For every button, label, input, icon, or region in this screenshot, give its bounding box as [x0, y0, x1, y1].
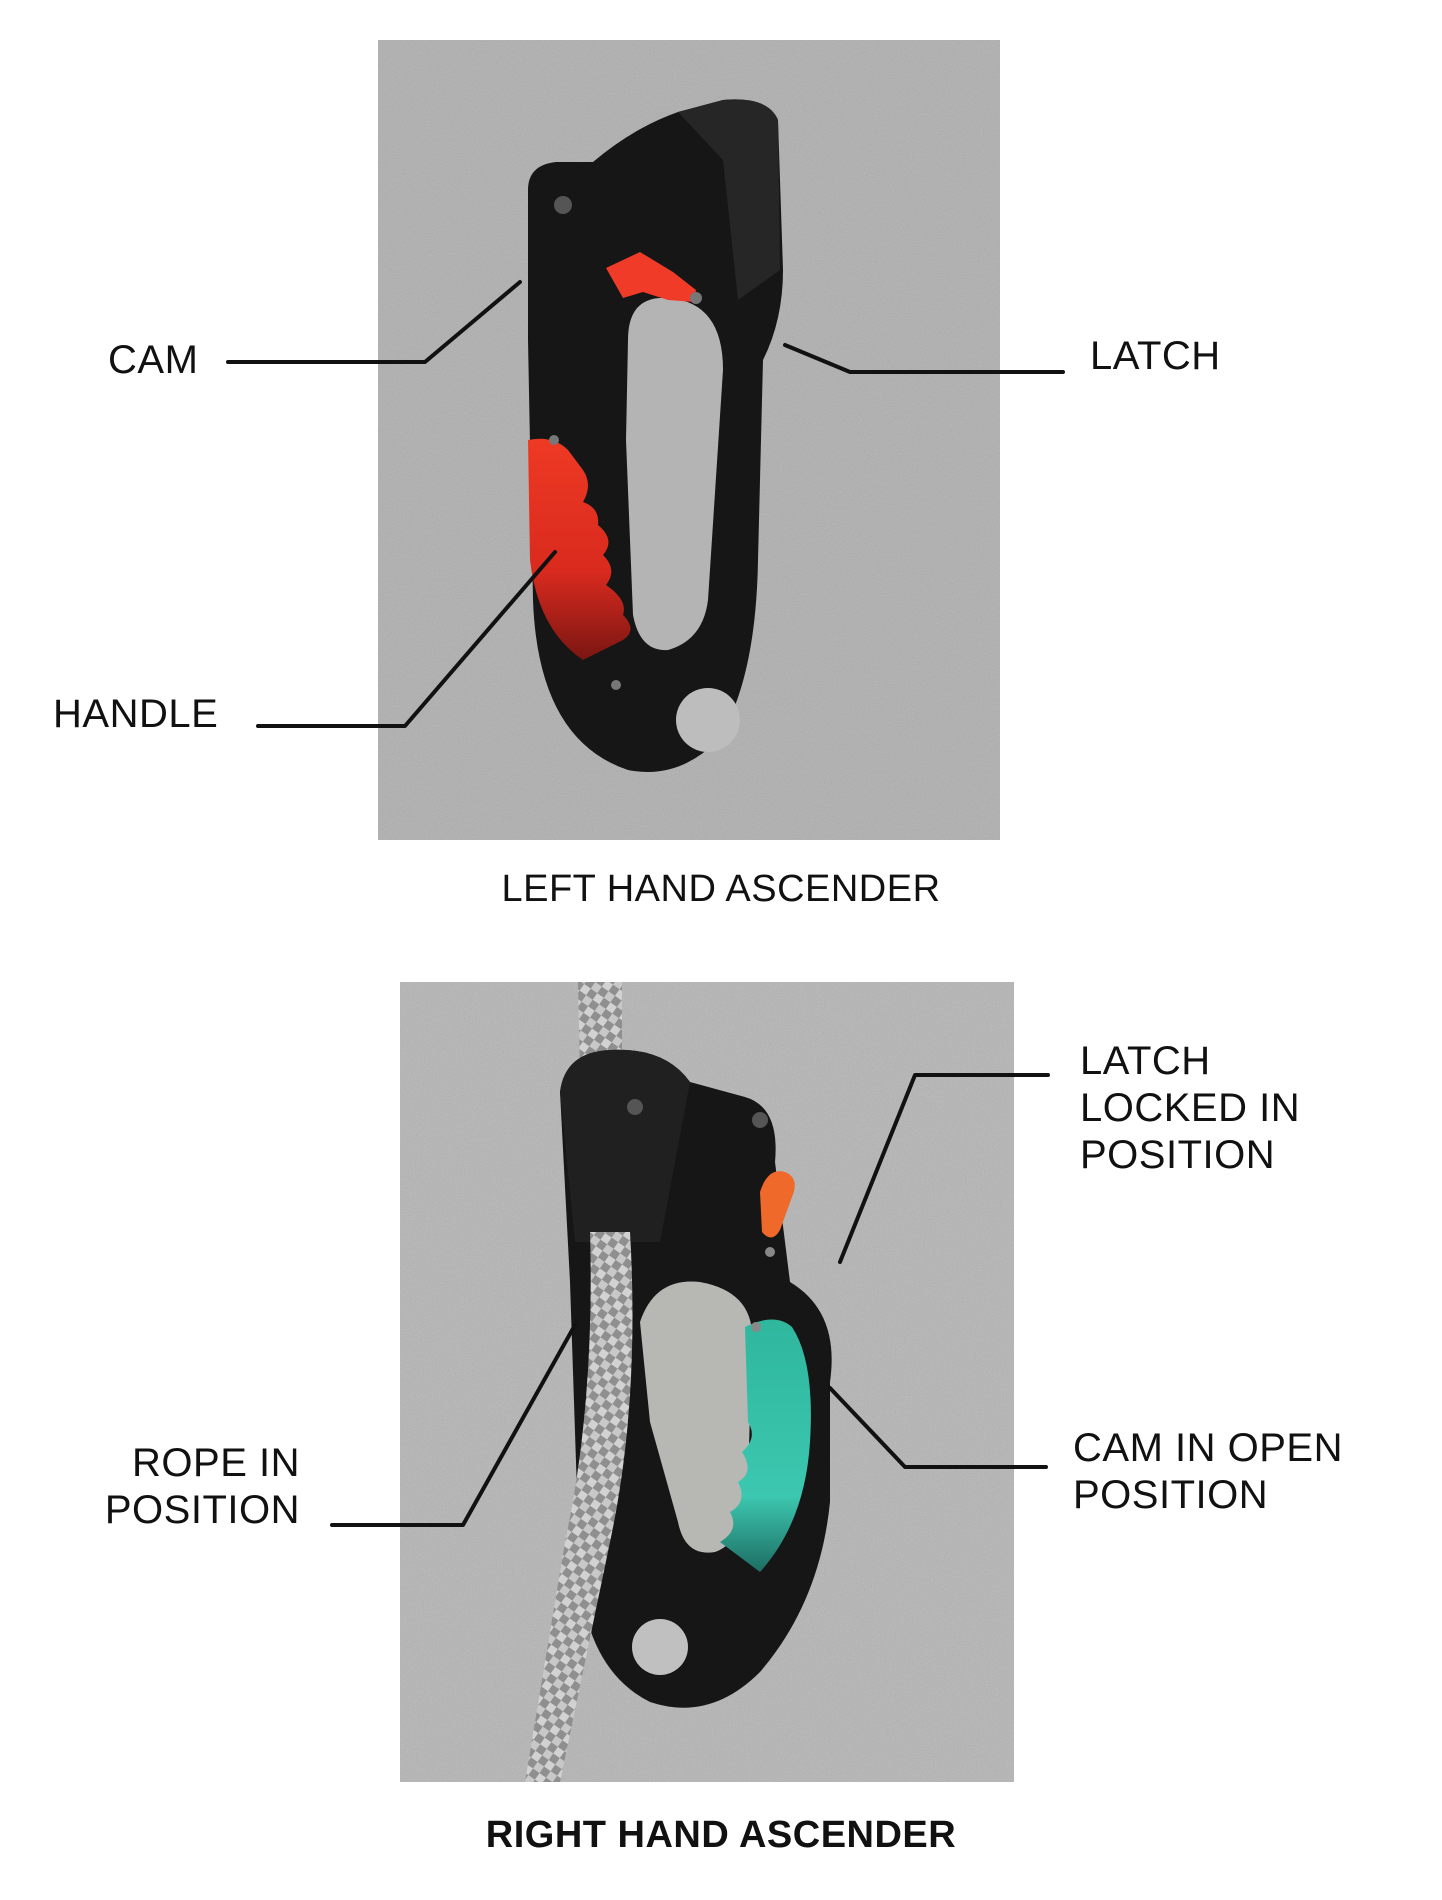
- leader-cam: [226, 280, 522, 364]
- left-ascender-illustration: [378, 40, 1000, 840]
- handle-grip: [528, 438, 631, 660]
- cam-piece: [606, 252, 696, 302]
- leader-rope: [330, 1323, 577, 1527]
- left-ascender-photo: [378, 40, 1000, 840]
- attachment-hole: [632, 1619, 688, 1675]
- handle-grip: [720, 1319, 811, 1572]
- leader-latch: [783, 343, 1065, 374]
- rope-in-device: [525, 1232, 633, 1782]
- right-ascender-illustration: [400, 982, 1014, 1782]
- label-cam-open: CAM IN OPEN POSITION: [1073, 1426, 1343, 1517]
- label-rope: ROPE IN POSITION: [104, 1441, 300, 1532]
- leader-cam-open: [828, 1386, 1048, 1469]
- leader-handle: [256, 550, 557, 728]
- label-latch: LATCH: [1090, 334, 1221, 378]
- finger-window: [626, 297, 723, 651]
- right-ascender-photo: [400, 982, 1014, 1782]
- finger-window: [640, 1281, 753, 1553]
- latch-piece: [760, 1171, 795, 1238]
- attachment-hole: [676, 688, 740, 752]
- rope-upper: [578, 982, 622, 1072]
- caption-right-hand-ascender: RIGHT HAND ASCENDER: [485, 1814, 957, 1856]
- label-cam: CAM: [108, 338, 199, 382]
- label-latch-locked: LATCH LOCKED IN POSITION: [1080, 1039, 1301, 1177]
- caption-left-hand-ascender: LEFT HAND ASCENDER: [501, 868, 941, 910]
- leader-latch-locked: [838, 1073, 1050, 1264]
- label-handle: HANDLE: [53, 692, 219, 736]
